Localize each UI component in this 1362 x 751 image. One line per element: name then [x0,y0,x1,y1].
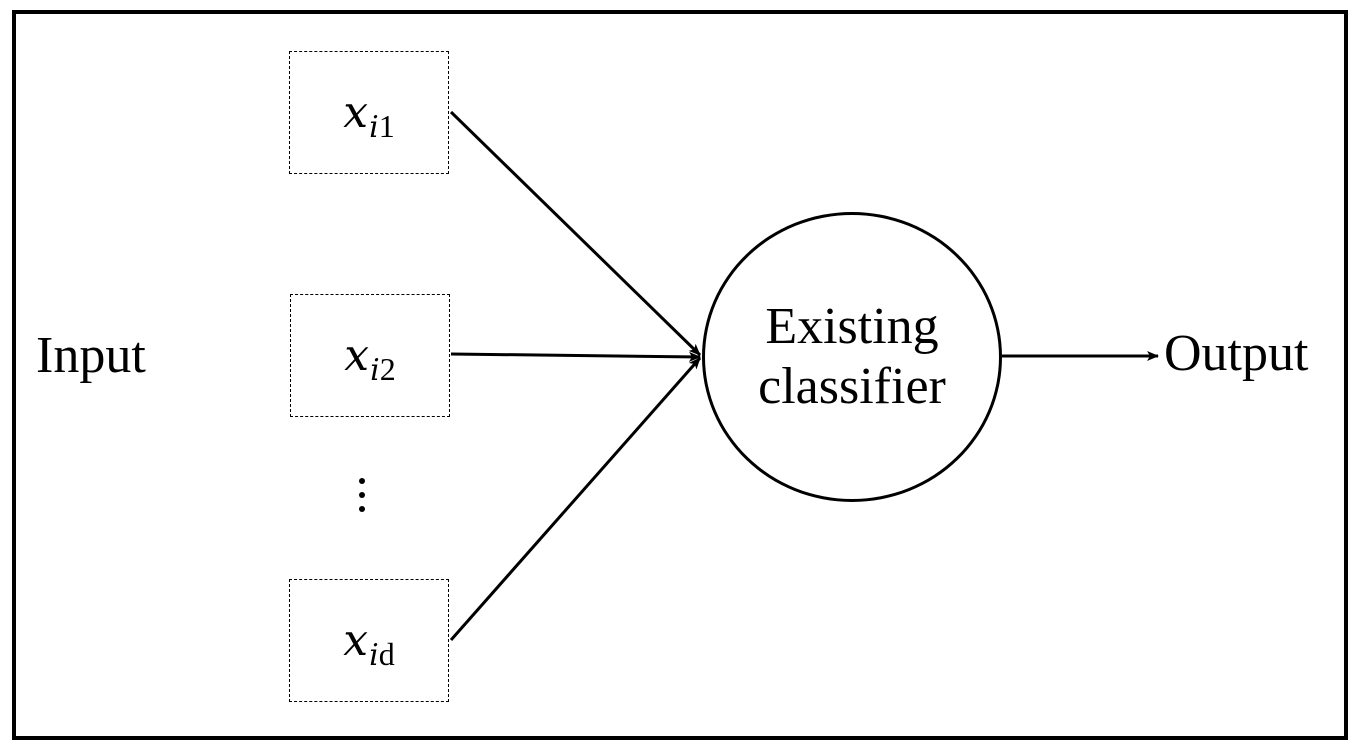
classifier-node: Existing classifier [702,212,1002,502]
diagram-frame [12,10,1348,740]
feature-var: xid [343,614,395,673]
feature-box-x-id: xid [289,579,449,702]
feature-var: xi1 [343,86,395,145]
feature-box-x-i2: xi2 [290,294,450,417]
arrow-xd-to-classifier [449,357,702,641]
classifier-label-line2: classifier [758,358,946,415]
feature-var: xi2 [344,329,396,388]
vertical-ellipsis-icon [352,478,372,522]
arrow-x1-to-classifier [449,110,702,357]
classifier-label-line1: Existing [765,298,939,355]
arrow-x2-to-classifier [450,351,701,362]
input-label: Input [36,327,146,384]
feature-box-x-i1: xi1 [289,51,449,174]
output-label: Output [1164,325,1309,382]
